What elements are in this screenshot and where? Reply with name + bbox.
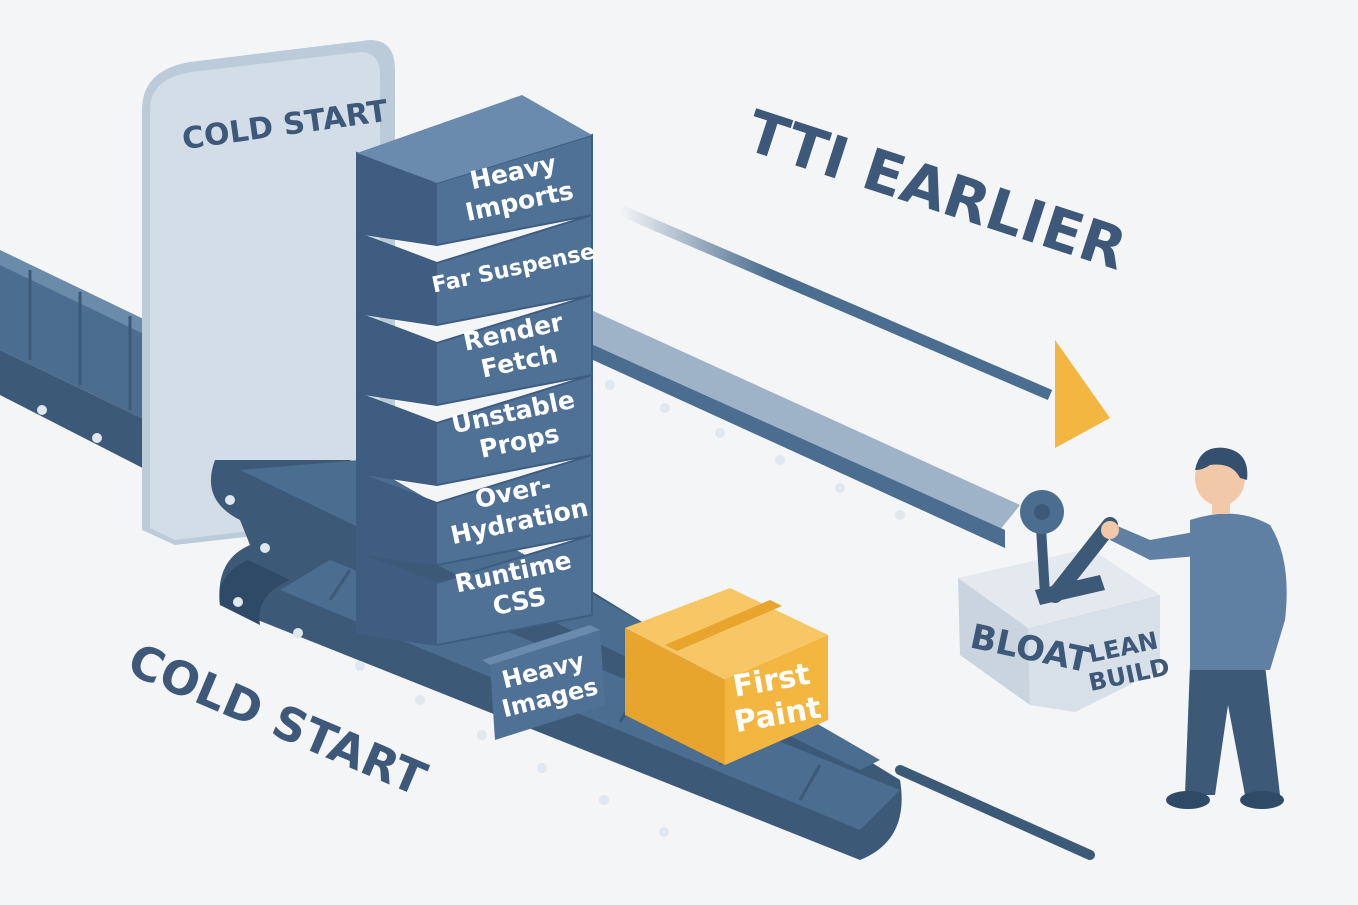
stack-box: RenderFetch xyxy=(356,293,593,407)
stack-box-side xyxy=(357,153,437,245)
stack-box-side xyxy=(357,313,437,405)
stack-box-side xyxy=(357,473,437,565)
arrow-head xyxy=(1055,340,1110,448)
stack-box: Far Suspense xyxy=(356,213,597,327)
heavy-images-box: HeavyImages xyxy=(482,625,605,740)
stack-box: RuntimeCSS xyxy=(356,533,593,647)
upper-conveyor-rail xyxy=(560,305,1020,548)
first-paint-label: FirstPaint xyxy=(726,656,824,740)
engineer-figure xyxy=(1101,447,1287,809)
stack-box-side xyxy=(357,553,437,645)
stack-box-top xyxy=(357,95,592,183)
lever-switch[interactable]: BLOAT LEANBUILD xyxy=(958,490,1172,712)
stack-box-side xyxy=(357,233,437,325)
cold-start-gate: COLD START xyxy=(142,40,395,545)
stack-box-side xyxy=(357,393,437,485)
first-paint-box: FirstPaint xyxy=(625,588,828,765)
headline: TTI EARLIER xyxy=(739,97,1135,283)
stack-box: HeavyImports xyxy=(356,95,593,247)
tti-arrow xyxy=(617,204,1110,448)
